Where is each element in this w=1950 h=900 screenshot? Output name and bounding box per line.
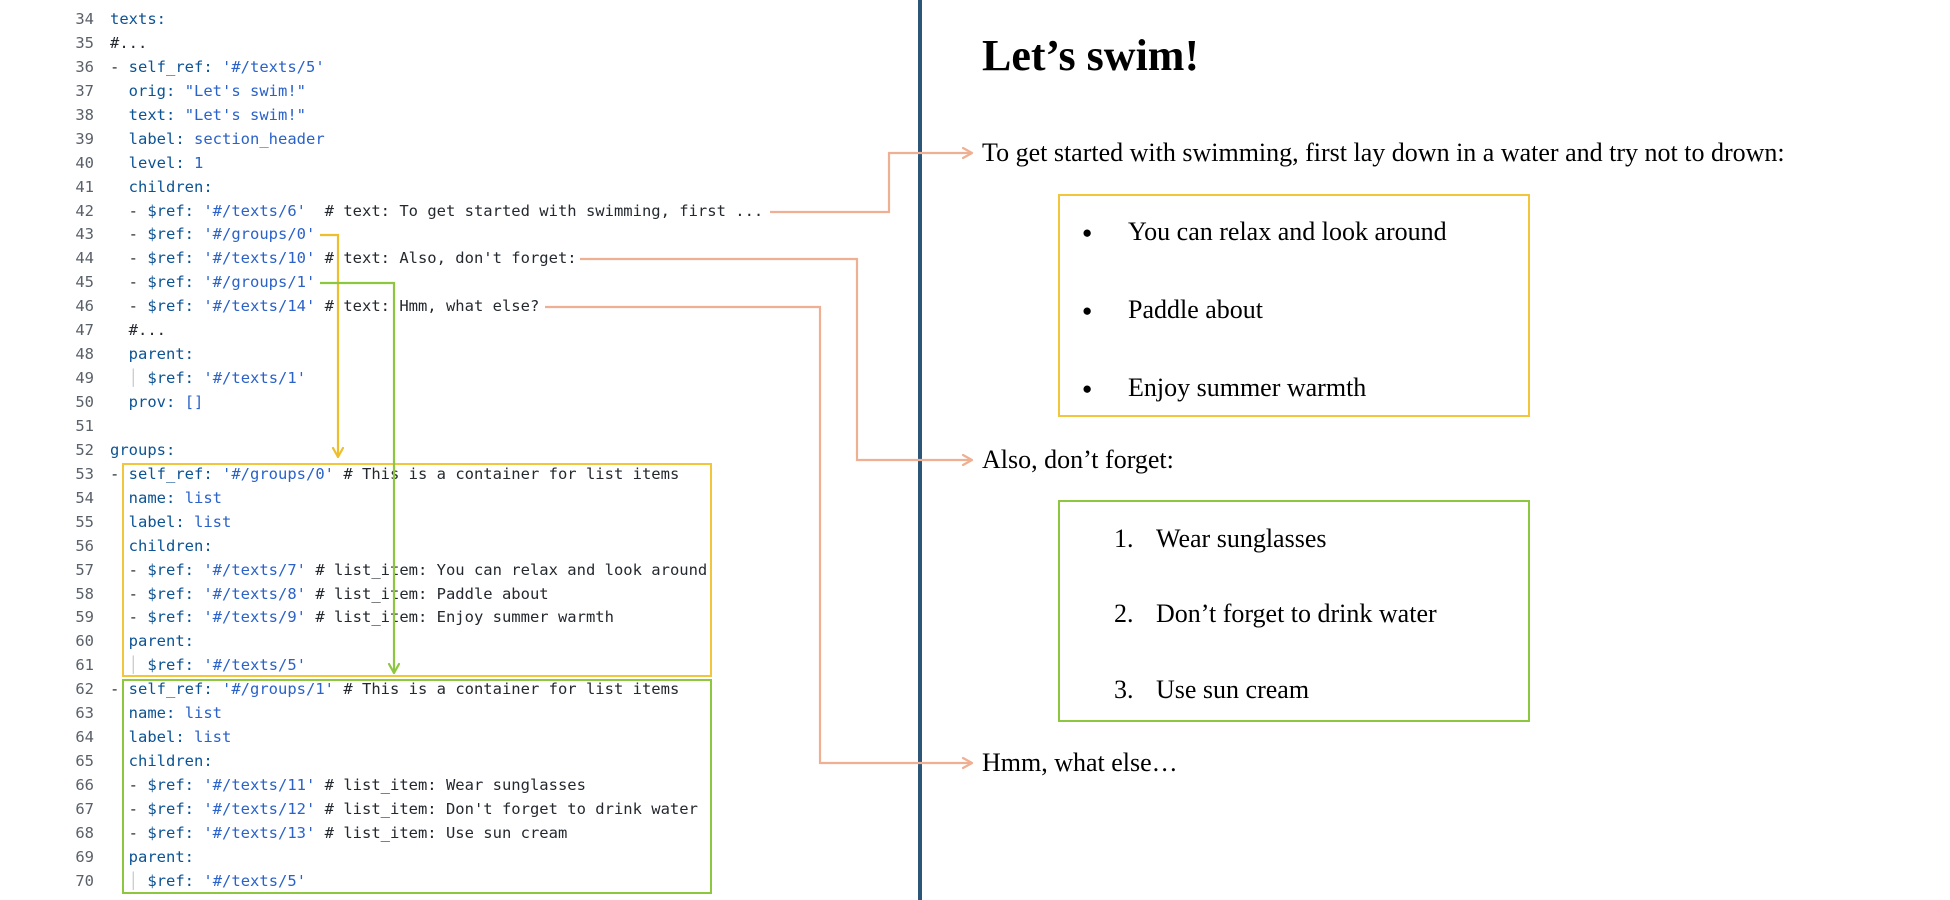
line-number: 54 [75,488,94,507]
doc-heading: Let’s swim! [982,31,1200,80]
code-line: 61 │ $ref: '#/texts/5' [0,654,763,678]
code-line: 48 parent: [0,343,763,367]
line-number: 58 [75,584,94,603]
code-line: 43 - $ref: '#/groups/0' [0,223,763,247]
line-number: 35 [75,33,94,52]
list-item-text: Don’t forget to drink water [1156,599,1437,628]
numbered-list-group-box: 1. Wear sunglasses 2. Don’t forget to drin… [1058,500,1530,722]
code-line: 44 - $ref: '#/texts/10' # text: Also, do… [0,247,763,271]
list-item-text: Wear sunglasses [1156,524,1327,553]
list-item: ● Enjoy summer warmth [1082,371,1366,406]
code-line: 56 children: [0,535,763,559]
line-number: 66 [75,776,94,794]
code-line: 70 │ $ref: '#/texts/5' [0,870,763,894]
line-number: 64 [75,728,94,747]
list-item: 3. Use sun cream [1114,673,1309,707]
line-number: 57 [75,560,94,579]
code-line: 51 [0,415,763,439]
line-number: 55 [75,512,94,531]
code-line: 36- self_ref: '#/texts/5' [0,56,763,80]
list-item: ● You can relax and look around [1082,215,1447,250]
list-item: 2. Don’t forget to drink water [1114,597,1437,631]
line-number: 49 [75,369,94,388]
bullet-icon: ● [1082,301,1093,320]
code-line: 45 - $ref: '#/groups/1' [0,271,763,295]
line-number: 56 [75,536,94,555]
what-else-paragraph: Hmm, what else… [982,748,1178,777]
line-number: 61 [75,656,94,675]
code-line: 60 parent: [0,630,763,654]
code-line: 69 parent: [0,846,763,870]
code-line: 41 children: [0,176,763,200]
also-paragraph: Also, don’t forget: [982,445,1174,474]
code-line: 47 #... [0,319,763,343]
line-number: 51 [75,416,94,435]
line-number: 48 [75,345,94,364]
bullet-icon: ● [1082,223,1093,242]
line-number: 37 [75,81,94,100]
line-number: 46 [75,297,94,316]
code-line: 68 - $ref: '#/texts/13' # list_item: Use… [0,822,763,846]
code-line: 50 prov: [] [0,391,763,415]
line-number: 68 [75,823,94,842]
line-number: 50 [75,393,94,411]
line-number: 62 [75,680,94,699]
line-number: 43 [75,225,94,244]
line-number: 53 [75,464,94,483]
line-number: 59 [75,608,94,627]
line-number: 70 [75,871,94,890]
code-line: 63 name: list [0,702,763,726]
code-line: 40 level: 1 [0,152,763,176]
line-number: 47 [75,321,94,340]
list-item-text: Paddle about [1128,295,1264,324]
code-line: 54 name: list [0,487,763,511]
line-number: 38 [75,105,94,124]
list-item: ● Paddle about [1082,293,1263,328]
code-line: 58 - $ref: '#/texts/8' # list_item: Padd… [0,583,763,607]
code-line: 42 - $ref: '#/texts/6' # text: To get st… [0,200,763,224]
code-line: 67 - $ref: '#/texts/12' # list_item: Don… [0,798,763,822]
list-item: 1. Wear sunglasses [1114,522,1326,556]
code-line: 39 label: section_header [0,128,763,152]
code-line: 38 text: "Let's swim!" [0,104,763,128]
line-number: 39 [75,129,94,148]
line-number: 44 [75,249,94,268]
line-number: 52 [75,440,94,459]
line-number: 45 [75,273,94,292]
intro-paragraph: To get started with swimming, first lay … [982,138,1785,167]
list-number: 3. [1114,675,1134,704]
code-line: 46 - $ref: '#/texts/14' # text: Hmm, wha… [0,295,763,319]
line-number: 63 [75,704,94,723]
list-item-text: Enjoy summer warmth [1128,373,1367,402]
line-number: 65 [75,752,94,771]
code-line: 64 label: list [0,726,763,750]
list-number: 2. [1114,599,1134,628]
bullet-list-group-box: ● You can relax and look around ● Paddle a… [1058,194,1530,417]
list-item-text: Use sun cream [1156,675,1310,704]
code-line: 49 │ $ref: '#/texts/1' [0,367,763,391]
code-line: 35#... [0,32,763,56]
line-number: 34 [75,10,94,28]
code-line: 66 - $ref: '#/texts/11' # list_item: Wea… [0,774,763,798]
list-item-text: You can relax and look around [1128,217,1447,246]
line-number: 41 [75,177,94,196]
line-number: 36 [75,57,94,76]
bullet-icon: ● [1082,379,1093,398]
list-number: 1. [1114,524,1134,553]
code-line: 37 orig: "Let's swim!" [0,80,763,104]
code-line: 65 children: [0,750,763,774]
line-number: 60 [75,632,94,651]
code-line: 55 label: list [0,511,763,535]
line-number: 67 [75,799,94,818]
line-number: 69 [75,847,94,866]
line-number: 40 [75,153,94,172]
line-number: 42 [75,201,94,220]
